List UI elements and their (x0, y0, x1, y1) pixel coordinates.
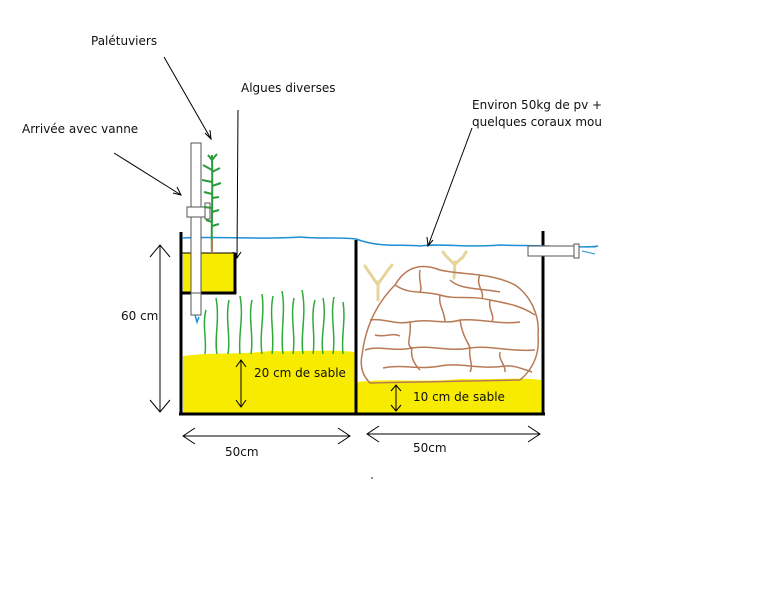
label-largeur-gauche: 50cm (225, 445, 259, 459)
sand-left (183, 350, 355, 413)
pointer-lines (113, 56, 473, 259)
inlet-drip (194, 314, 200, 325)
label-hauteur: 60 cm (121, 309, 159, 323)
label-paletuviers: Palétuviers (91, 34, 158, 48)
tank-walls (179, 231, 545, 416)
label-arrivee: Arrivée avec vanne (22, 122, 139, 136)
label-algues: Algues diverses (241, 81, 336, 95)
stray-dot (371, 477, 373, 479)
dimension-arrows (149, 244, 541, 445)
label-sable-droite: 10 cm de sable (413, 390, 505, 404)
sand-right (357, 378, 541, 413)
outlet-pipe (527, 243, 580, 259)
inlet-pipe (186, 142, 211, 316)
outlet-water (579, 246, 596, 255)
label-sable-gauche: 20 cm de sable (254, 366, 346, 380)
soft-corals (363, 250, 468, 302)
algae (203, 289, 345, 355)
label-pierres-vivantes: Environ 50kg de pv + quelques coraux mou (472, 98, 603, 129)
live-rock (360, 265, 540, 384)
label-largeur-droite: 50cm (413, 441, 447, 455)
